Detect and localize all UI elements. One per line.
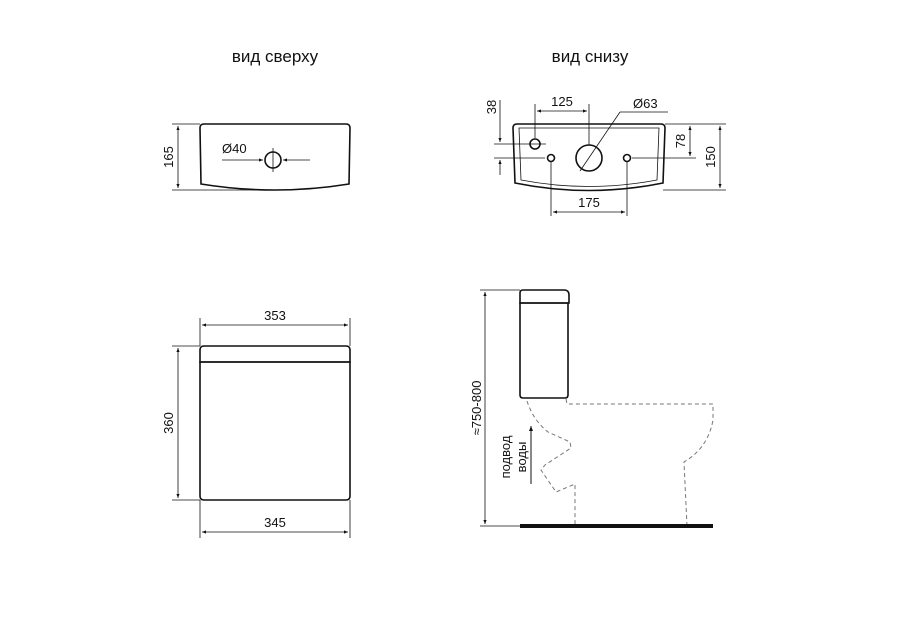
side-tank-body — [519, 302, 569, 399]
side-view: ≈750-800 подвод воды — [469, 289, 714, 528]
dim-label-345: 345 — [264, 515, 286, 530]
dim-label-150: 150 — [703, 146, 718, 168]
bolt-hole-left — [546, 153, 556, 163]
tank-bottom-outline — [512, 123, 666, 192]
dim-label-175: 175 — [578, 195, 600, 210]
tank-body — [199, 361, 351, 501]
water-supply-label-2: воды — [514, 442, 529, 473]
bowl-outline-front — [526, 400, 576, 526]
bowl-outline-back — [565, 398, 714, 527]
dim-label-165: 165 — [161, 146, 176, 168]
front-view: 353 360 345 — [161, 308, 351, 538]
dim-label-353: 353 — [264, 308, 286, 323]
dim-label-125: 125 — [551, 94, 573, 109]
top-view: вид сверху 165 Ø40 — [161, 47, 351, 191]
dim-label-height: ≈750-800 — [469, 381, 484, 436]
bolt-hole-right — [622, 153, 632, 163]
side-tank-lid — [519, 289, 570, 304]
bottom-view-title: вид снизу — [552, 47, 629, 66]
top-view-title: вид сверху — [232, 47, 319, 66]
tank-lid — [199, 345, 351, 363]
water-supply-label-1: подвод — [498, 435, 513, 478]
dim-label-78: 78 — [673, 134, 688, 148]
dim-label-d40: Ø40 — [222, 141, 247, 156]
dim-label-d63: Ø63 — [633, 96, 658, 111]
bottom-view: вид снизу Ø63 125 38 78 150 175 — [484, 47, 726, 216]
tank-lid-outline — [199, 123, 351, 191]
dim-label-38: 38 — [484, 100, 499, 114]
dim-label-360: 360 — [161, 412, 176, 434]
